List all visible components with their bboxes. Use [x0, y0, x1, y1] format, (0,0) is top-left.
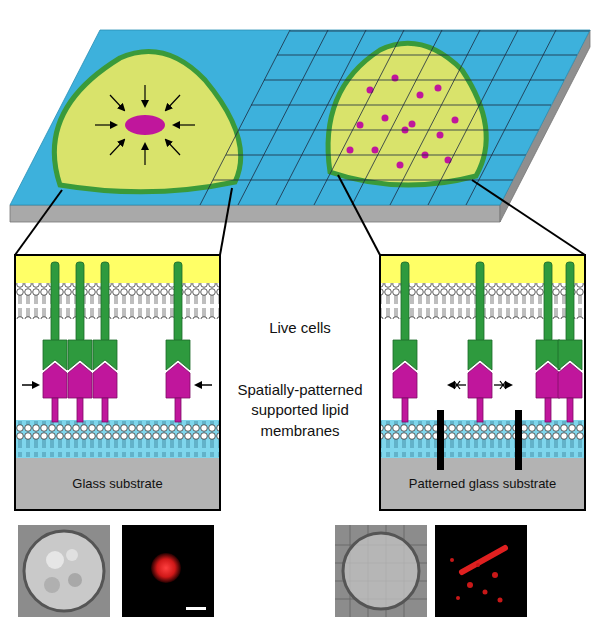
micrograph-fluor-left: [122, 525, 214, 617]
micrograph-bright-left: [18, 525, 110, 617]
substrate-band: Glass substrate: [15, 458, 220, 510]
inset-right: [380, 255, 585, 510]
caption-label: Spatially-patterned supported lipid memb…: [225, 380, 375, 441]
zoom-lines: [15, 175, 585, 255]
substrate-label: Patterned glass substrate: [409, 476, 556, 492]
inset-left: [15, 255, 220, 510]
cell-left: [54, 52, 240, 192]
micrograph-bright-right: [335, 525, 427, 617]
pattern-grid: [200, 30, 594, 205]
substrate-band: Patterned glass substrate: [380, 458, 585, 510]
substrate-slab: [10, 30, 590, 222]
micrograph-fluor-right: [435, 525, 527, 617]
caption-label: Live cells: [225, 318, 375, 338]
substrate-label: Glass substrate: [72, 476, 162, 492]
